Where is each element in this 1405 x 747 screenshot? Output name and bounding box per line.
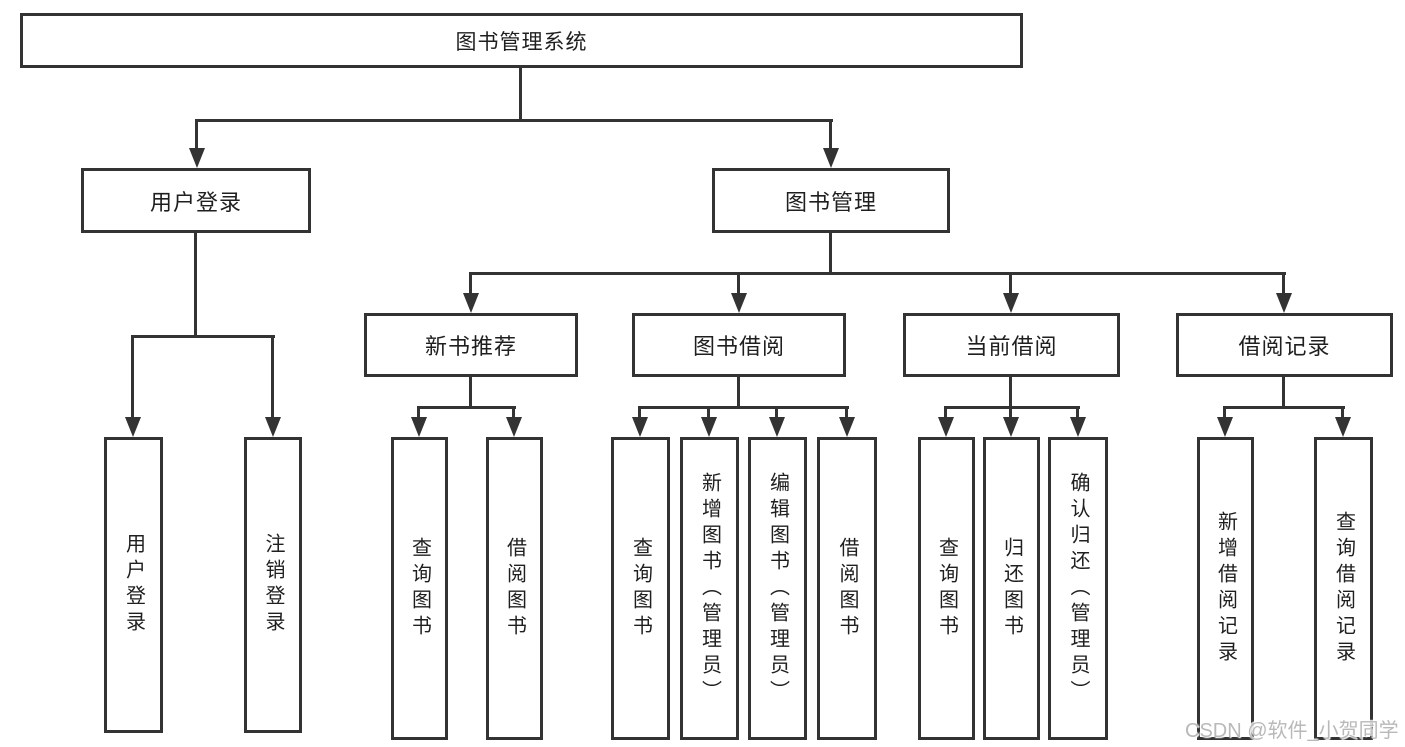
node-book-borrow: 图书借阅: [632, 313, 846, 377]
node-user-login-label: 用户登录: [149, 189, 242, 215]
leaf-confirm-return-admin: 确认归还（管理员）: [1048, 437, 1108, 740]
arrowhead-down-icon: [769, 417, 785, 437]
leaf-logout-label: 注销登录: [262, 533, 284, 637]
connector-vline: [131, 335, 134, 421]
node-borrow-records: 借阅记录: [1176, 313, 1393, 377]
connector-vline: [737, 377, 740, 409]
leaf-query-borrow-record-label: 查询借阅记录: [1332, 510, 1355, 667]
arrowhead-down-icon: [701, 417, 717, 437]
connector-vline: [1341, 406, 1344, 421]
leaf-edit-book-admin-label: 编辑图书（管理员）: [766, 471, 789, 706]
arrowhead-down-icon: [506, 417, 522, 437]
connector-vline: [829, 119, 832, 151]
connector-vline: [271, 335, 274, 421]
node-book-borrow-label: 图书借阅: [692, 334, 785, 359]
connector-vline: [519, 68, 522, 122]
arrowhead-down-icon: [632, 417, 648, 437]
connector-vline: [775, 406, 778, 421]
node-borrow-records-label: 借阅记录: [1238, 334, 1331, 359]
connector-vline: [829, 233, 832, 275]
arrowhead-down-icon: [1003, 293, 1019, 313]
node-current-borrow-label: 当前借阅: [965, 334, 1058, 359]
node-current-borrow: 当前借阅: [903, 313, 1120, 377]
node-book-management: 图书管理: [712, 168, 950, 233]
leaf-user-login-label: 用户登录: [122, 533, 145, 637]
leaf-add-book-admin: 新增图书（管理员）: [680, 437, 739, 740]
connector-vline: [1009, 272, 1012, 297]
connector-vline: [737, 272, 740, 297]
connector-vline: [195, 119, 198, 151]
connector-hline: [131, 335, 275, 338]
arrowhead-down-icon: [265, 417, 281, 437]
leaf-user-login: 用户登录: [104, 437, 163, 733]
leaf-query-books-2-label: 查询图书: [629, 536, 652, 641]
connector-vline: [1076, 406, 1079, 421]
connector-vline: [417, 406, 420, 421]
connector-vline: [512, 406, 515, 421]
leaf-confirm-return-admin-label: 确认归还（管理员）: [1067, 471, 1089, 706]
arrowhead-down-icon: [731, 293, 747, 313]
leaf-edit-book-admin: 编辑图书（管理员）: [748, 437, 807, 740]
connector-hline: [195, 119, 833, 122]
connector-vline: [1282, 272, 1285, 297]
node-new-book-recommend-label: 新书推荐: [424, 334, 517, 359]
arrowhead-down-icon: [1276, 293, 1292, 313]
node-user-login: 用户登录: [81, 168, 311, 233]
connector-vline: [845, 406, 848, 421]
leaf-query-books-1-label: 查询图书: [408, 536, 431, 641]
connector-hline: [944, 406, 1080, 409]
connector-vline: [1223, 406, 1226, 421]
leaf-add-borrow-record: 新增借阅记录: [1197, 437, 1254, 740]
arrowhead-down-icon: [463, 293, 479, 313]
connector-vline: [707, 406, 710, 421]
arrowhead-down-icon: [125, 417, 141, 437]
arrowhead-down-icon: [839, 417, 855, 437]
connector-vline: [944, 406, 947, 421]
connector-vline: [469, 272, 472, 297]
leaf-query-books-2: 查询图书: [611, 437, 670, 740]
node-system-root-label: 图书管理系统: [455, 30, 588, 54]
leaf-query-books-1: 查询图书: [391, 437, 448, 740]
connector-vline: [1282, 377, 1285, 409]
leaf-return-book: 归还图书: [983, 437, 1040, 740]
node-system-root: 图书管理系统: [20, 13, 1023, 68]
arrowhead-down-icon: [189, 148, 205, 168]
connector-vline: [1009, 377, 1012, 409]
connector-hline: [1223, 406, 1345, 409]
arrowhead-down-icon: [1070, 417, 1086, 437]
node-new-book-recommend: 新书推荐: [364, 313, 578, 377]
connector-hline: [638, 406, 849, 409]
leaf-add-book-admin-label: 新增图书（管理员）: [698, 471, 721, 706]
arrowhead-down-icon: [1003, 417, 1019, 437]
connector-hline: [469, 272, 1286, 275]
leaf-borrow-books-2: 借阅图书: [817, 437, 877, 740]
node-book-management-label: 图书管理: [784, 189, 877, 215]
leaf-return-book-label: 归还图书: [1000, 536, 1023, 641]
leaf-query-books-3-label: 查询图书: [935, 536, 958, 641]
connector-hline: [417, 406, 516, 409]
connector-vline: [638, 406, 641, 421]
leaf-logout: 注销登录: [244, 437, 302, 733]
arrowhead-down-icon: [823, 148, 839, 168]
leaf-borrow-books-1: 借阅图书: [486, 437, 543, 740]
leaf-add-borrow-record-label: 新增借阅记录: [1214, 510, 1237, 667]
connector-vline: [1009, 406, 1012, 421]
leaf-borrow-books-2-label: 借阅图书: [836, 536, 858, 641]
leaf-borrow-books-1-label: 借阅图书: [503, 536, 526, 641]
connector-vline: [194, 233, 197, 338]
leaf-query-borrow-record: 查询借阅记录: [1314, 437, 1373, 740]
arrowhead-down-icon: [1335, 417, 1351, 437]
arrowhead-down-icon: [411, 417, 427, 437]
csdn-watermark: CSDN @软件_小贺同学: [1185, 720, 1399, 742]
arrowhead-down-icon: [1217, 417, 1233, 437]
connector-vline: [469, 377, 472, 409]
arrowhead-down-icon: [938, 417, 954, 437]
leaf-query-books-3: 查询图书: [918, 437, 975, 740]
